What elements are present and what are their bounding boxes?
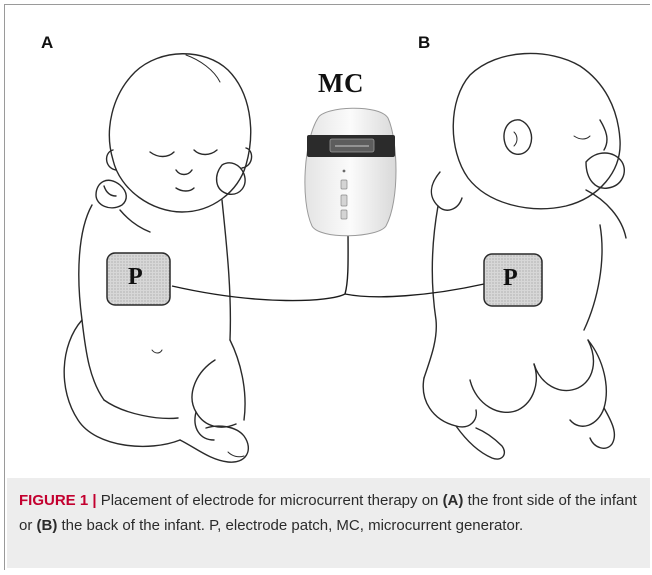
device-label: MC bbox=[318, 68, 364, 99]
panel-label-b: B bbox=[418, 33, 430, 53]
patch-label-back: P bbox=[503, 265, 518, 292]
figure-label: FIGURE 1 | bbox=[19, 492, 97, 509]
caption-text-1: Placement of electrode for microcurrent … bbox=[101, 492, 439, 509]
caption-text-3: the back of the infant. P, electrode pat… bbox=[62, 517, 524, 534]
microcurrent-device bbox=[305, 108, 396, 236]
caption-ref-b: (B) bbox=[37, 517, 58, 534]
panel-label-a: A bbox=[41, 33, 53, 53]
figure-caption: FIGURE 1 | Placement of electrode for mi… bbox=[19, 488, 640, 538]
patch-label-front: P bbox=[128, 264, 143, 291]
figure-caption-box: FIGURE 1 | Placement of electrode for mi… bbox=[7, 478, 650, 568]
caption-ref-a: (A) bbox=[443, 492, 464, 509]
electrode-wires bbox=[172, 228, 484, 301]
